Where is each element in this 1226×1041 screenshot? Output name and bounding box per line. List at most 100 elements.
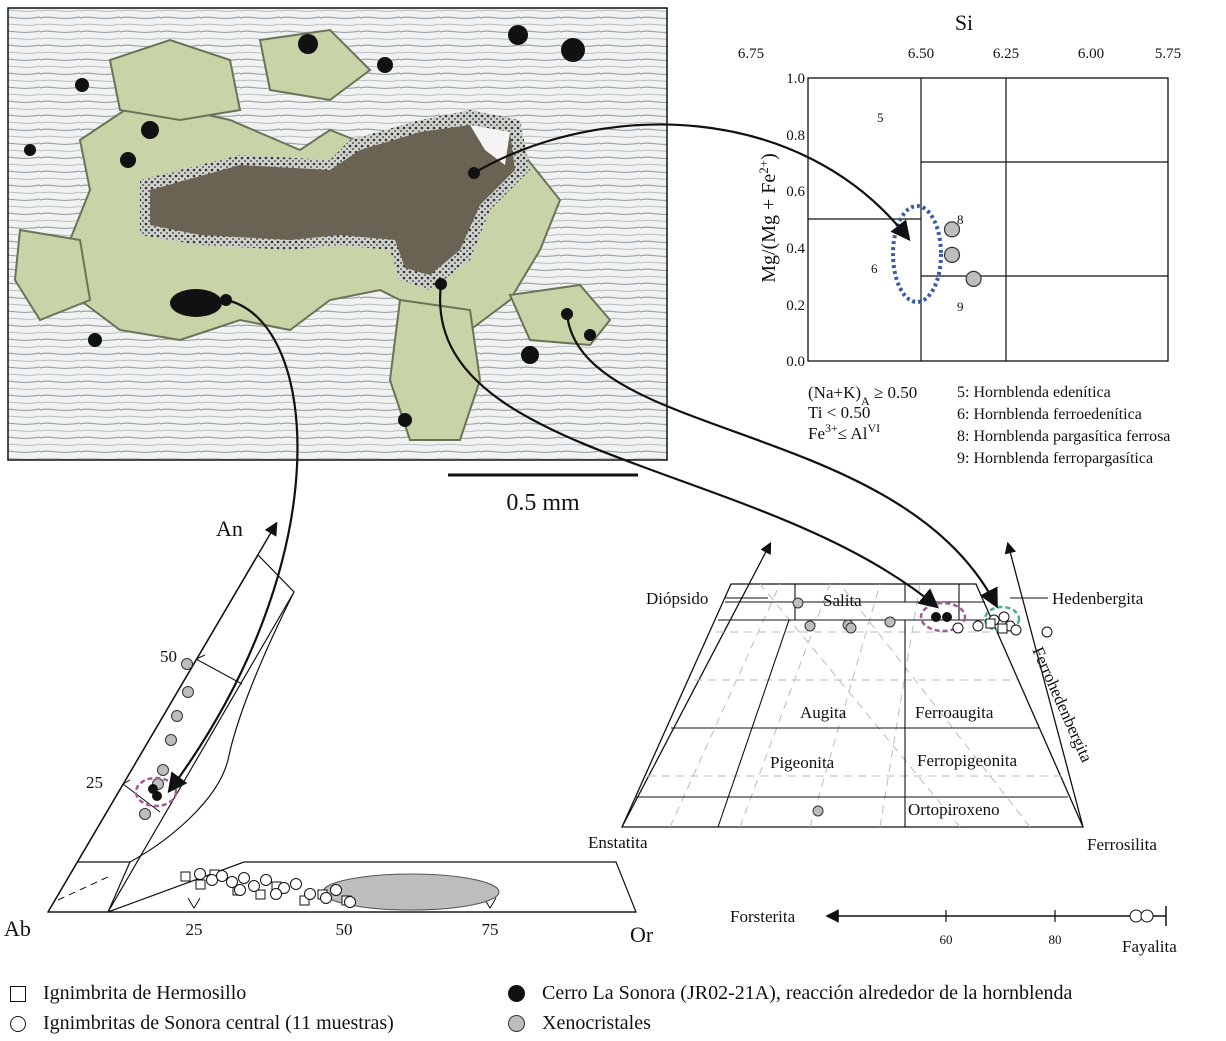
scale-bar-label: 0.5 mm xyxy=(506,490,580,516)
amphibole-y-tick: 0.8 xyxy=(786,128,805,144)
hornblende-core xyxy=(150,125,515,275)
gray-circle-icon xyxy=(508,1015,525,1032)
amphibole-field-label: 9 xyxy=(957,299,964,314)
open-circle-icon xyxy=(10,1015,26,1032)
opaque-oxides xyxy=(24,25,596,427)
amphibole-diagram: Si 6.75 6.50 6.25 6.00 5.75 1.0 0.8 0.6 … xyxy=(738,10,1181,467)
amphibole-field-label: 6 xyxy=(871,261,878,276)
feldspar-left-label: Ab xyxy=(4,916,31,941)
legend-item: Cerro La Sonora (JR02-21A), reacción alr… xyxy=(508,982,1072,1005)
connector-arrows xyxy=(167,123,998,794)
legend-label: Ignimbrita de Hermosillo xyxy=(43,982,247,1004)
pyroxene-label-augita: Augita xyxy=(800,703,847,722)
amphibole-x-ticks: 6.75 6.50 6.25 6.00 5.75 xyxy=(738,46,1181,62)
amphibole-x-tick: 6.75 xyxy=(738,46,764,62)
amphibole-condition-ti: Ti < 0.50 xyxy=(808,403,870,422)
amphibole-key-item: 6: Hornblenda ferroedenítica xyxy=(957,406,1142,423)
pyroxene-label-enstatita: Enstatita xyxy=(588,833,648,852)
olivine-right-label: Fayalita xyxy=(1122,937,1177,956)
scale-bar: 0.5 mm xyxy=(448,473,638,516)
photo-void xyxy=(470,125,510,165)
amphibole-field-label: 8 xyxy=(957,212,964,227)
legend-label: Ignimbritas de Sonora central (11 muestr… xyxy=(43,1012,394,1034)
olivine-tick: 80 xyxy=(1049,932,1062,947)
pyroxene-green-dashed-outline xyxy=(983,605,1021,633)
pyroxene-label-ferrosilita: Ferrosilita xyxy=(1087,835,1157,854)
pyroxene-label-ortopiroxeno: Ortopiroxeno xyxy=(908,800,1000,819)
photomicrograph xyxy=(7,7,668,461)
amphibole-y-ticks: 1.0 0.8 0.6 0.4 0.2 0.0 xyxy=(786,71,805,370)
pyroxene-hermosillo-squares xyxy=(985,618,1008,634)
pyroxene-sonora-circles xyxy=(952,611,1053,638)
amphibole-y-tick: 0.6 xyxy=(786,184,805,200)
olivine-left-label: Forsterita xyxy=(730,907,796,926)
amphibole-field-labels: 5 8 6 9 xyxy=(871,110,964,314)
amphibole-axis-title: Si xyxy=(955,10,973,35)
pyroxene-reaction-points xyxy=(931,612,952,622)
amphibole-key-item: 8: Hornblenda pargasítica ferrosa xyxy=(957,428,1170,445)
feldspar-side-tick: 25 xyxy=(86,773,103,792)
amphibole-point xyxy=(965,270,982,287)
legend-item: Ignimbritas de Sonora central (11 muestr… xyxy=(10,1012,394,1035)
amphibole-point xyxy=(943,221,961,238)
amphibole-x-tick: 6.25 xyxy=(993,46,1019,62)
amphibole-y-label: Mg/(Mg + Fe2+) xyxy=(756,153,781,283)
feldspar-ternary: An Ab Or 50 25 25 50 75 xyxy=(4,516,654,947)
legend: Ignimbrita de Hermosillo Ignimbritas de … xyxy=(0,975,1226,1041)
amphibole-y-tick: 0.2 xyxy=(786,298,805,314)
amphibole-x-tick: 6.50 xyxy=(908,46,934,62)
feldspar-sonora-circles xyxy=(194,868,356,908)
feldspar-base-tick: 25 xyxy=(186,920,203,939)
feldspar-reaction-points xyxy=(148,784,162,801)
feldspar-base-tick: 50 xyxy=(336,920,353,939)
amphibole-field-boundaries xyxy=(808,78,1168,361)
legend-label: Cerro La Sonora (JR02-21A), reacción alr… xyxy=(542,982,1073,1004)
pyroxene-xenocrysts xyxy=(792,597,896,817)
feldspar-right-label: Or xyxy=(630,922,654,947)
pyroxene-label-hedenbergita: Hedenbergita xyxy=(1052,589,1144,608)
amphibole-y-tick: 1.0 xyxy=(786,71,805,87)
amphibole-x-tick: 5.75 xyxy=(1155,46,1181,62)
filled-circle-icon xyxy=(508,985,525,1002)
feldspar-side-tick: 50 xyxy=(160,647,177,666)
arrow-hornblende xyxy=(473,123,911,242)
amphibole-field-label: 5 xyxy=(877,110,884,125)
amphibole-condition-alkali: (Na+K)A ≥ 0.50 xyxy=(808,383,917,408)
pyroxene-label-ferroaugita: Ferroaugita xyxy=(915,703,994,722)
feldspar-outline xyxy=(46,554,295,913)
pyroxene-label-pigeonita: Pigeonita xyxy=(770,753,835,772)
pyroxene-label-diopsido: Diópsido xyxy=(646,589,708,608)
pyroxene-outline xyxy=(620,583,1084,828)
amphibole-conditions: (Na+K)A ≥ 0.50 Ti < 0.50 Fe3+≤ AlVI xyxy=(808,383,917,443)
olivine-points xyxy=(1129,909,1154,923)
amphibole-y-tick: 0.0 xyxy=(786,354,805,370)
legend-item: Ignimbrita de Hermosillo xyxy=(10,982,246,1005)
amphibole-point xyxy=(943,246,961,263)
amphibole-key-item: 5: Hornblenda edenítica xyxy=(957,384,1111,401)
amphibole-blue-dotted-outline xyxy=(891,204,943,304)
legend-label: Xenocristales xyxy=(542,1012,651,1034)
olivine-scale: Forsterita Fayalita 60 80 xyxy=(730,906,1177,956)
pyroxene-label-ferropigeonita: Ferropigeonita xyxy=(917,751,1018,770)
amphibole-key: 5: Hornblenda edenítica 6: Hornblenda fe… xyxy=(957,384,1170,467)
olivine-tick: 60 xyxy=(940,932,953,947)
amphibole-key-item: 9: Hornblenda ferropargasítica xyxy=(957,450,1153,467)
photo-frame xyxy=(7,7,668,461)
pyroxene-label-salita: Salita xyxy=(823,591,862,610)
amphibole-points xyxy=(943,221,982,287)
arrow-plagioclase xyxy=(167,298,299,794)
arrow-green-pyroxene xyxy=(565,313,998,609)
pyroxene-pink-dashed-outline xyxy=(919,601,967,633)
amphibole-condition-fe: Fe3+≤ AlVI xyxy=(808,421,880,443)
amphibole-y-tick: 0.4 xyxy=(786,241,805,257)
feldspar-xenocrysts xyxy=(139,658,194,820)
open-square-icon xyxy=(10,985,26,1002)
arrow-rim-pyroxene xyxy=(439,283,940,609)
pyroxene-field-boundaries xyxy=(636,584,1068,828)
feldspar-apex-label: An xyxy=(216,516,243,541)
amphibole-x-tick: 6.00 xyxy=(1078,46,1104,62)
legend-item: Xenocristales xyxy=(508,1012,651,1035)
feldspar-base-tick: 75 xyxy=(482,920,499,939)
pyroxene-quadrilateral: Salita Augita Ferroaugita Pigeonita Ferr… xyxy=(588,541,1157,854)
